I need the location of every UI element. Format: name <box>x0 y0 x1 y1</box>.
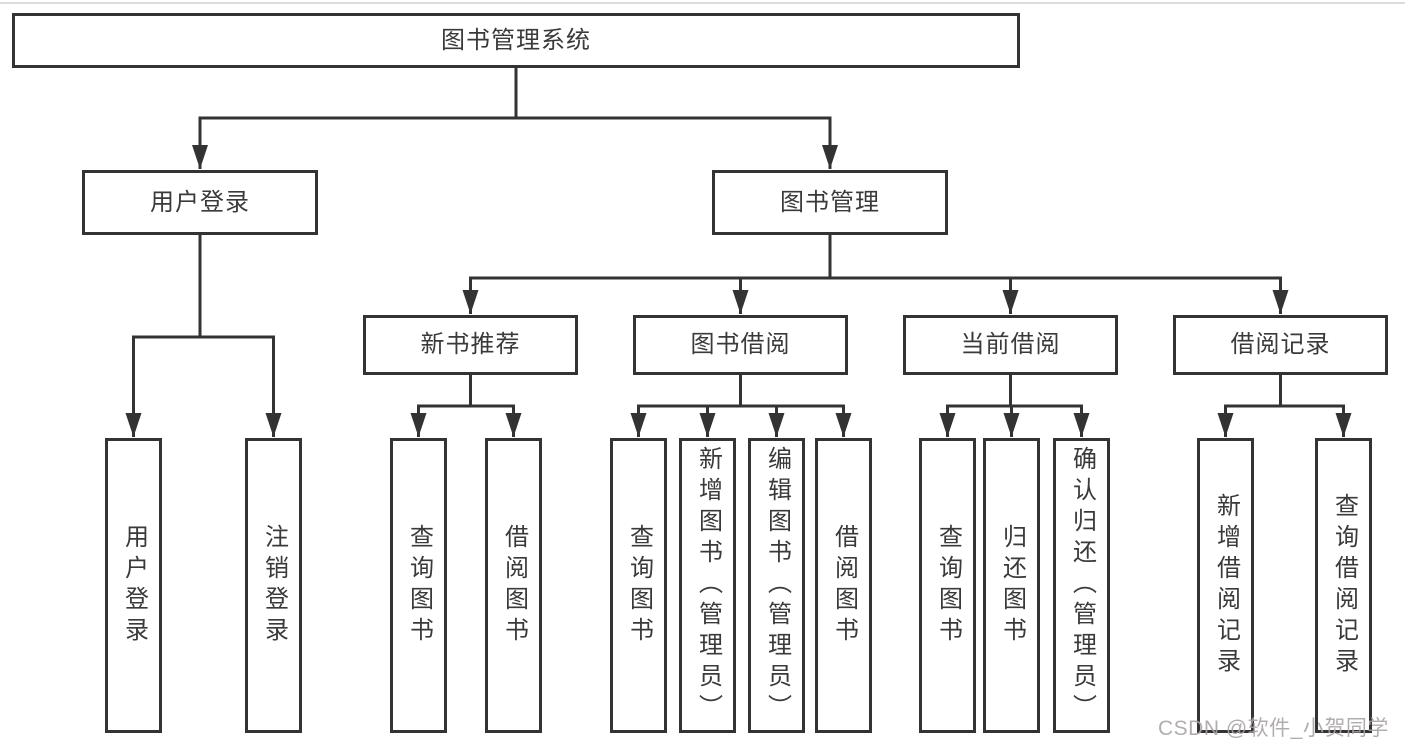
node-borrow-records: 借阅记录 <box>1173 315 1388 375</box>
node-label: 用户登录 <box>150 188 250 216</box>
node-label: 确认归还（管理员） <box>1068 446 1096 725</box>
node-label: 新增图书（管理员） <box>694 446 722 725</box>
node-leaf-user-login: 用户登录 <box>105 438 162 733</box>
node-label: 归还图书 <box>998 523 1026 648</box>
node-label: 查询图书 <box>934 523 962 648</box>
node-label: 新增借阅记录 <box>1212 492 1240 679</box>
node-leaf-add-borrow-record: 新增借阅记录 <box>1197 438 1254 733</box>
node-book-borrow: 图书借阅 <box>633 315 848 375</box>
node-leaf-confirm-return-admin: 确认归还（管理员） <box>1053 438 1110 733</box>
node-leaf-logout: 注销登录 <box>245 438 302 733</box>
node-leaf-query-book-current: 查询图书 <box>919 438 976 733</box>
csdn-watermark: CSDN @软件_小贺同学 <box>1158 717 1389 740</box>
node-current-borrow: 当前借阅 <box>903 315 1118 375</box>
node-leaf-query-borrow-record: 查询借阅记录 <box>1315 438 1372 733</box>
node-leaf-add-book-admin: 新增图书（管理员） <box>679 438 736 733</box>
node-label: 借阅图书 <box>500 523 528 648</box>
node-label: 图书管理 <box>780 188 880 216</box>
node-label: 新书推荐 <box>420 331 521 358</box>
edge-arrows <box>125 118 1352 437</box>
node-label: 图书管理系统 <box>441 26 591 54</box>
node-leaf-borrow-book-recommend: 借阅图书 <box>485 438 542 733</box>
node-label: 查询借阅记录 <box>1330 492 1358 679</box>
node-label: 用户登录 <box>120 523 148 648</box>
node-leaf-query-book-recommend: 查询图书 <box>390 438 447 733</box>
node-label: 借阅记录 <box>1230 331 1331 358</box>
node-label: 图书借阅 <box>690 331 791 358</box>
node-label: 查询图书 <box>625 523 653 648</box>
node-root-system: 图书管理系统 <box>12 13 1020 68</box>
top-divider-line <box>0 2 1405 4</box>
node-label: 注销登录 <box>260 523 288 648</box>
node-leaf-borrow-book: 借阅图书 <box>815 438 872 733</box>
node-leaf-edit-book-admin: 编辑图书（管理员） <box>748 438 805 733</box>
node-book-management: 图书管理 <box>712 170 948 235</box>
node-user-login: 用户登录 <box>82 170 318 235</box>
node-label: 当前借阅 <box>960 331 1061 358</box>
node-leaf-return-book: 归还图书 <box>983 438 1040 733</box>
edge-trunks <box>132 66 1345 408</box>
node-new-book-recommend: 新书推荐 <box>363 315 578 375</box>
node-leaf-query-book-borrow: 查询图书 <box>610 438 667 733</box>
node-label: 编辑图书（管理员） <box>763 446 791 725</box>
node-label: 借阅图书 <box>830 523 858 648</box>
node-label: 查询图书 <box>405 523 433 648</box>
